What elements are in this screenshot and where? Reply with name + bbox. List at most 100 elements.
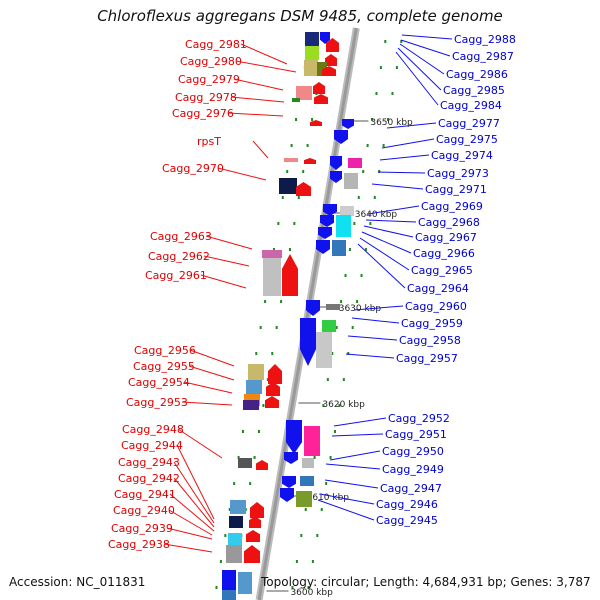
gene-label-left: rpsT bbox=[197, 135, 221, 148]
tick-dot bbox=[313, 456, 316, 459]
tick-dot bbox=[307, 586, 310, 589]
label-connector-right bbox=[331, 433, 384, 437]
label-connector-left bbox=[177, 428, 223, 459]
forward-gene bbox=[250, 502, 264, 518]
tick-dot bbox=[266, 378, 269, 381]
tick-dot bbox=[351, 326, 354, 329]
gene-label-right: Cagg_2957 bbox=[396, 352, 458, 365]
gene-label-right: Cagg_2971 bbox=[425, 183, 487, 196]
topology-info: Topology: circular; Length: 4,684,931 bp… bbox=[261, 575, 591, 589]
label-connector-left bbox=[188, 365, 235, 381]
reverse-gene bbox=[320, 32, 330, 44]
label-connector-right bbox=[361, 231, 412, 254]
gene-feature bbox=[302, 458, 314, 468]
gene-feature bbox=[296, 86, 312, 100]
gene-feature bbox=[243, 400, 259, 410]
gene-label-right: Cagg_2984 bbox=[440, 99, 502, 112]
reverse-gene bbox=[306, 300, 320, 316]
forward-gene bbox=[246, 530, 260, 542]
forward-gene bbox=[256, 460, 268, 470]
gene-feature bbox=[348, 158, 362, 168]
tick-dot bbox=[255, 352, 258, 355]
tick-dot bbox=[334, 430, 336, 433]
tick-dot bbox=[242, 430, 244, 433]
tick-dot bbox=[258, 430, 260, 433]
gene-feature bbox=[222, 570, 236, 590]
genome-title: Chloroflexus aggregans DSM 9485, complet… bbox=[97, 7, 503, 25]
label-connector-left bbox=[176, 444, 215, 520]
gene-feature bbox=[336, 215, 351, 237]
gene-feature bbox=[296, 491, 312, 507]
tick-dot bbox=[262, 404, 265, 407]
gene-feature bbox=[304, 60, 318, 76]
tick-dot bbox=[320, 508, 323, 511]
label-connector-right bbox=[395, 51, 439, 106]
label-connector-left bbox=[235, 60, 297, 73]
reverse-gene bbox=[280, 488, 294, 502]
coordinate-label: 3610 kbp bbox=[307, 493, 350, 503]
tick-dot bbox=[286, 170, 289, 173]
forward-gene bbox=[314, 94, 328, 104]
gene-label-right: Cagg_2950 bbox=[382, 445, 444, 458]
gene-label-left: Cagg_2981 bbox=[185, 38, 247, 51]
tick-dot bbox=[348, 248, 351, 251]
gene-label-left: Cagg_2943 bbox=[118, 456, 180, 469]
gene-label-right: Cagg_2967 bbox=[415, 231, 477, 244]
forward-gene bbox=[266, 382, 280, 396]
gene-feature bbox=[344, 173, 358, 189]
forward-gene bbox=[313, 82, 325, 94]
gene-label-right: Cagg_2958 bbox=[399, 334, 461, 347]
forward-gene bbox=[282, 254, 298, 296]
gene-feature bbox=[316, 332, 332, 368]
tick-dot bbox=[331, 352, 334, 355]
label-connector-right bbox=[359, 237, 410, 271]
tick-dot bbox=[288, 248, 291, 251]
tick-dot bbox=[271, 352, 274, 355]
label-connector-right bbox=[333, 417, 387, 427]
tick-dot bbox=[316, 534, 319, 537]
label-connector-right bbox=[345, 353, 395, 359]
gene-label-left: Cagg_2953 bbox=[126, 396, 188, 409]
tick-dot bbox=[280, 300, 283, 303]
tick-dot bbox=[224, 534, 227, 537]
gene-feature bbox=[304, 426, 320, 456]
tick-dot bbox=[378, 170, 381, 173]
gene-feature bbox=[300, 476, 314, 486]
gene-label-right: Cagg_2959 bbox=[401, 317, 463, 330]
tick-dot bbox=[275, 326, 278, 329]
gene-label-left: Cagg_2954 bbox=[128, 376, 190, 389]
label-connector-right bbox=[351, 317, 400, 324]
reverse-gene bbox=[330, 156, 342, 170]
gene-label-left: Cagg_2938 bbox=[108, 538, 170, 551]
gene-label-right: Cagg_2960 bbox=[405, 300, 467, 313]
forward-gene bbox=[244, 545, 260, 563]
tick-dot bbox=[395, 66, 398, 69]
gene-label-left: Cagg_2970 bbox=[162, 162, 224, 175]
tick-dot bbox=[326, 378, 329, 381]
gene-feature bbox=[305, 32, 319, 46]
gene-label-left: Cagg_2978 bbox=[175, 91, 237, 104]
label-connector-left bbox=[168, 509, 213, 536]
tick-dot bbox=[329, 456, 332, 459]
forward-gene bbox=[265, 396, 279, 408]
reverse-gene bbox=[284, 452, 298, 464]
label-connector-left bbox=[166, 527, 213, 540]
tick-dot bbox=[291, 586, 294, 589]
tick-dot bbox=[215, 586, 218, 589]
label-connector-left bbox=[181, 401, 233, 406]
tick-dot bbox=[400, 40, 403, 43]
tick-dot bbox=[364, 248, 367, 251]
genome-backbone-core bbox=[257, 27, 358, 600]
tick-dot bbox=[347, 352, 350, 355]
forward-gene bbox=[304, 158, 316, 164]
tick-dot bbox=[302, 170, 305, 173]
tick-dot bbox=[300, 534, 303, 537]
forward-gene bbox=[325, 54, 337, 66]
label-connector-right bbox=[401, 34, 453, 40]
gene-feature bbox=[229, 516, 243, 528]
label-connector-left bbox=[173, 461, 215, 524]
label-connector-right bbox=[400, 39, 451, 57]
tick-dot bbox=[360, 274, 363, 277]
label-connector-right bbox=[329, 450, 381, 461]
